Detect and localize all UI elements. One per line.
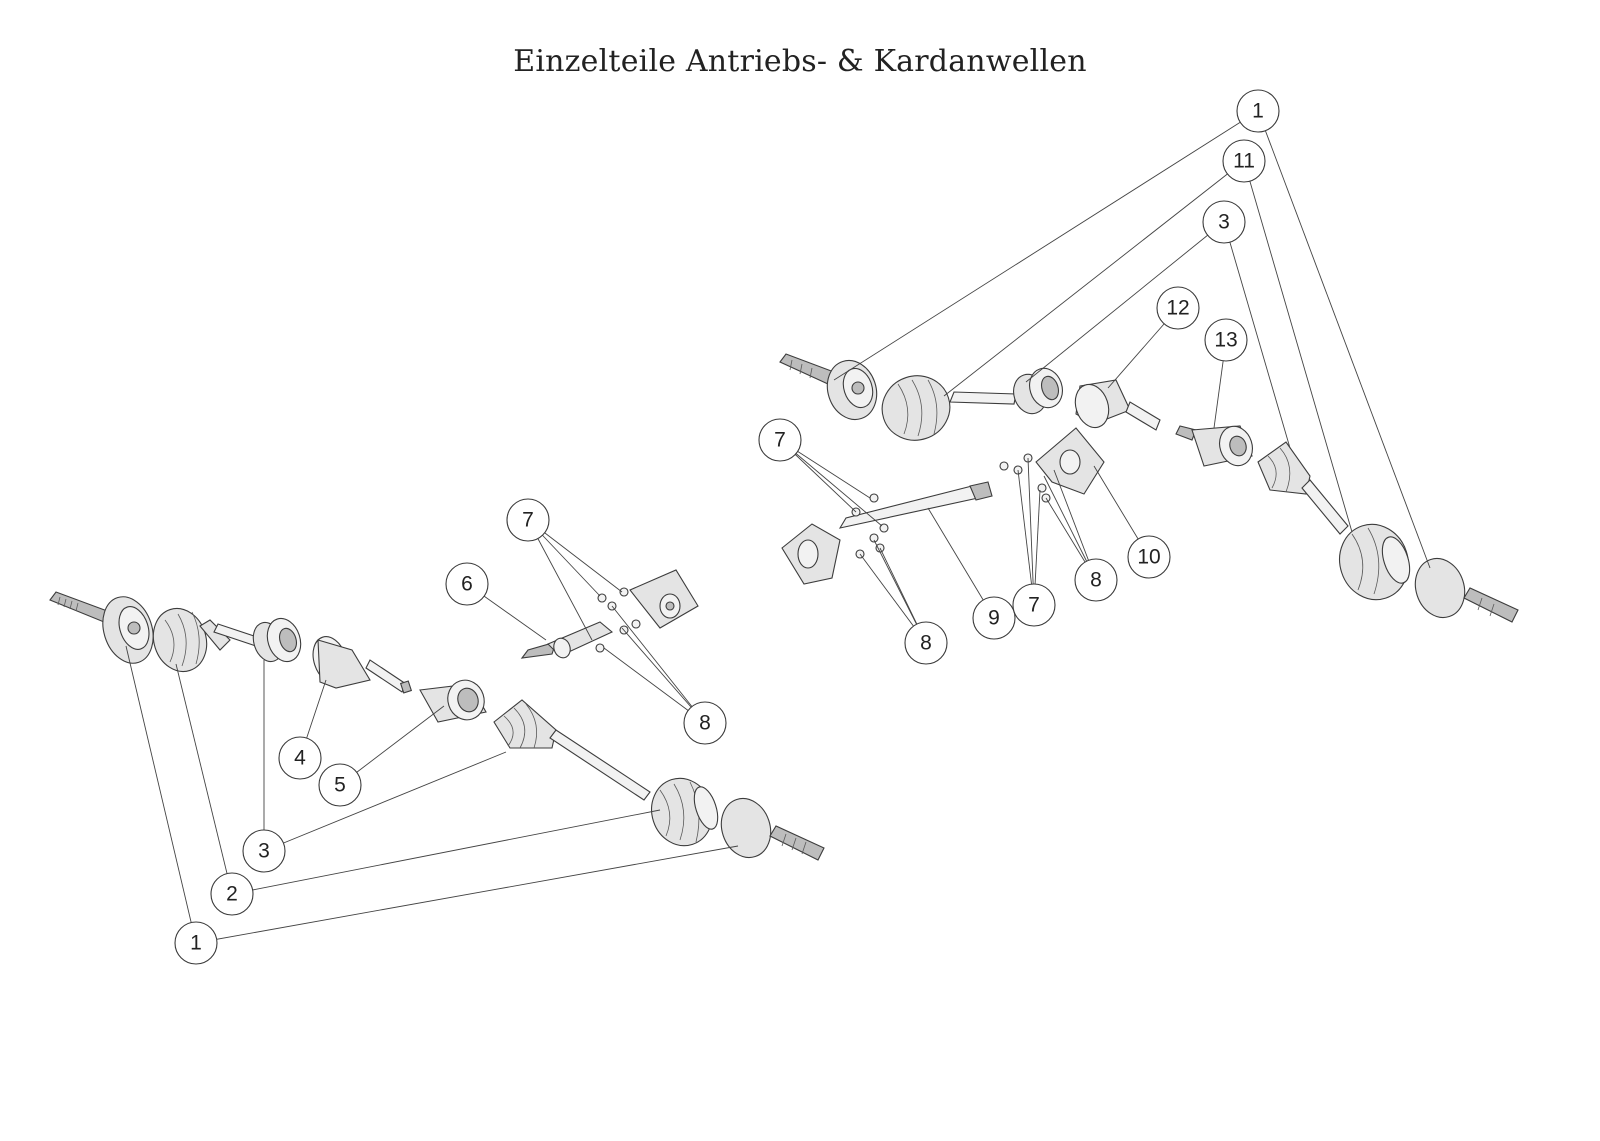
callout-left-7: 7 (506, 498, 550, 542)
right-cardan-flange (999, 427, 1105, 503)
svg-text:7: 7 (522, 509, 534, 532)
callout-right-3: 3 (1202, 200, 1246, 244)
callout-left-8: 8 (683, 701, 727, 745)
svg-text:1: 1 (190, 932, 202, 955)
right-outer-spline-stub (779, 353, 835, 385)
callout-right-11: 11 (1222, 139, 1266, 183)
page-title: Einzelteile Antriebs- & Kardanwellen (513, 44, 1087, 79)
right-cardan-shaft (781, 481, 993, 585)
right-tripod-cup (1175, 425, 1253, 467)
callout-right-7a: 7 (758, 418, 802, 462)
callout-right-1: 1 (1236, 89, 1280, 133)
left-right-outer-boot (651, 777, 719, 847)
svg-text:12: 12 (1166, 297, 1189, 320)
left-right-outer-cv-joint (720, 797, 825, 861)
svg-text:9: 9 (988, 607, 1000, 630)
svg-text:7: 7 (774, 429, 786, 452)
callout-right-13: 13 (1204, 318, 1248, 362)
right-outer-boot (881, 375, 1017, 441)
right-inner-joint-housing (1074, 379, 1161, 431)
callout-left-6: 6 (445, 562, 489, 606)
svg-text:8: 8 (699, 712, 711, 735)
right-right-outer-boot (1339, 523, 1411, 601)
left-inner-boot (493, 699, 651, 801)
svg-text:7: 7 (1028, 594, 1040, 617)
callout-left-4: 4 (278, 736, 322, 780)
left-outer-cv-joint (102, 596, 154, 664)
callout-right-8a: 8 (904, 621, 948, 665)
callout-right-8b: 8 (1074, 558, 1118, 602)
left-cardan-flange (595, 569, 699, 653)
svg-text:3: 3 (258, 840, 270, 863)
right-callouts: 1 11 3 12 13 7 8 9 (758, 89, 1280, 665)
svg-text:13: 13 (1214, 329, 1237, 352)
svg-text:8: 8 (1090, 569, 1102, 592)
left-callouts: 1 2 3 4 5 6 7 8 (174, 498, 727, 965)
right-inner-boot (1257, 441, 1349, 535)
callout-right-7b: 7 (1012, 583, 1056, 627)
svg-text:4: 4 (294, 747, 306, 770)
callout-right-9: 9 (972, 596, 1016, 640)
right-right-outer-cv-joint (1414, 557, 1519, 623)
callout-right-12: 12 (1156, 286, 1200, 330)
svg-text:3: 3 (1218, 211, 1230, 234)
left-outer-spline-stub (49, 591, 111, 623)
svg-text:6: 6 (461, 573, 473, 596)
svg-text:2: 2 (226, 883, 238, 906)
right-outer-cv-joint (826, 359, 878, 421)
svg-text:10: 10 (1137, 546, 1160, 569)
left-outer-boot (152, 607, 231, 673)
left-inner-joint-housing (312, 636, 413, 694)
left-drive-shaft-assembly (49, 569, 825, 861)
left-tripod-cup (419, 679, 487, 723)
svg-text:1: 1 (1252, 100, 1264, 123)
svg-text:8: 8 (920, 632, 932, 655)
svg-text:11: 11 (1233, 150, 1255, 173)
callout-left-2: 2 (210, 872, 254, 916)
left-cardan-stub-shaft (520, 621, 614, 659)
callout-left-1: 1 (174, 921, 218, 965)
right-inner-small-boot (1013, 367, 1063, 415)
callout-left-3: 3 (242, 829, 286, 873)
callout-right-10: 10 (1127, 535, 1171, 579)
svg-text:5: 5 (334, 774, 346, 797)
left-inner-small-boot (252, 617, 302, 663)
right-drive-shaft-assembly (779, 353, 1519, 623)
callout-left-5: 5 (318, 763, 362, 807)
